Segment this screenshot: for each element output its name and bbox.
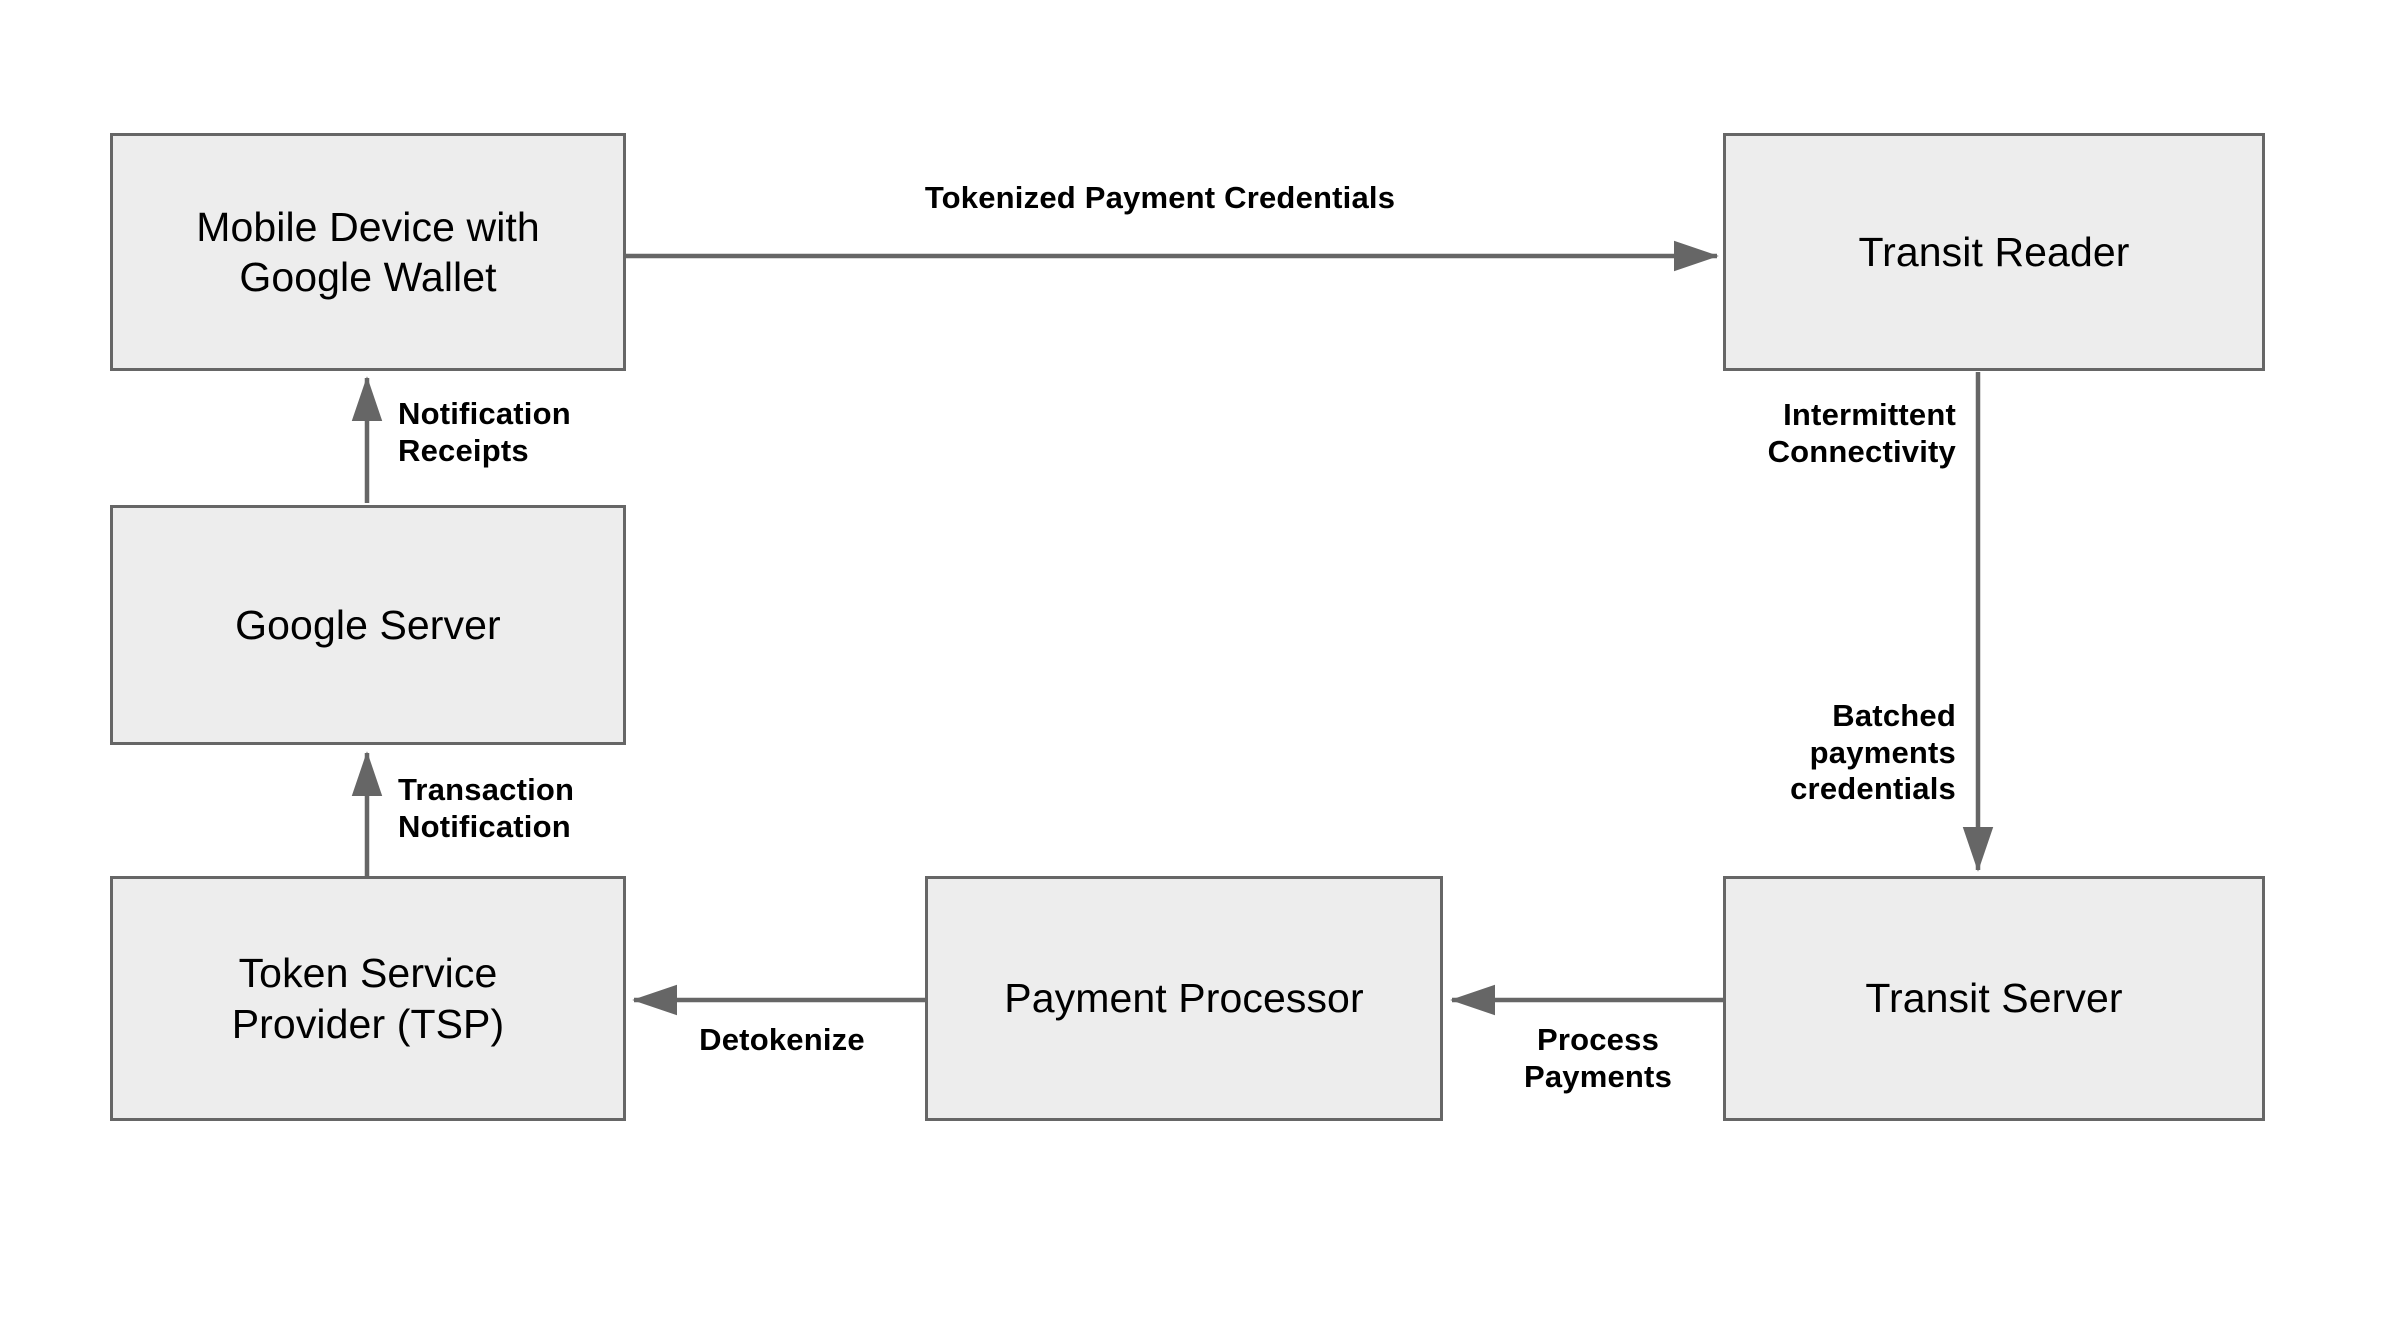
edge-label-detokenize: Detokenize — [699, 1022, 865, 1057]
node-payment-processor[interactable]: Payment Processor — [925, 876, 1443, 1121]
node-google-server[interactable]: Google Server — [110, 505, 626, 745]
node-transit-reader[interactable]: Transit Reader — [1723, 133, 2265, 371]
node-mobile-device[interactable]: Mobile Device with Google Wallet — [110, 133, 626, 371]
edge-label-batched-payments-credentials: Batched payments credentials — [1790, 698, 1956, 807]
edge-label-notification-receipts: Notification Receipts — [398, 396, 571, 468]
edge-label-tokenized-payment-credentials: Tokenized Payment Credentials — [924, 180, 1396, 215]
edge-label-intermittent-connectivity: Intermittent Connectivity — [1767, 397, 1956, 469]
edge-label-transaction-notification: Transaction Notification — [398, 772, 575, 844]
edge-label-process-payments: Process Payments — [1523, 1022, 1673, 1094]
node-token-service-provider[interactable]: Token Service Provider (TSP) — [110, 876, 626, 1121]
node-transit-server[interactable]: Transit Server — [1723, 876, 2265, 1121]
